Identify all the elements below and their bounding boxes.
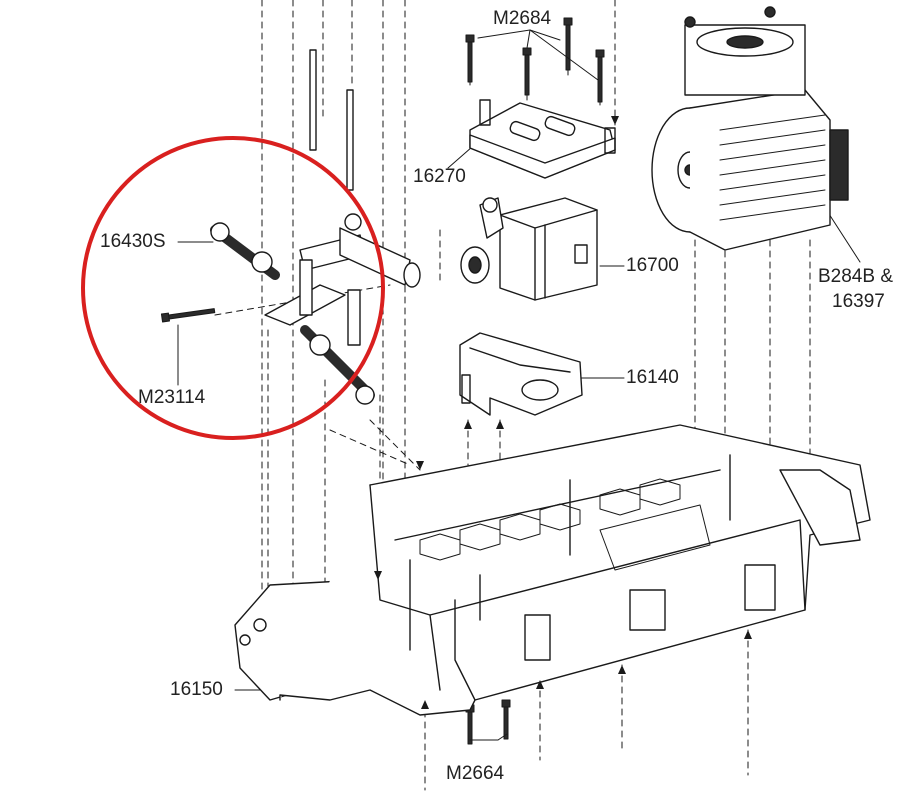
chassis-icon xyxy=(234,424,871,716)
servo-holder xyxy=(459,332,583,416)
steering-linkage xyxy=(210,213,421,405)
pins xyxy=(309,49,354,191)
label-16430s: 16430S xyxy=(100,231,166,252)
screw-icon xyxy=(160,17,605,745)
label-b284b-2: 16397 xyxy=(832,291,885,312)
label-b284b-1: B284B & xyxy=(818,266,893,287)
label-16140: 16140 xyxy=(626,367,679,388)
label-m2664: M2664 xyxy=(446,763,505,784)
label-16700: 16700 xyxy=(626,255,679,276)
label-16270: 16270 xyxy=(413,166,466,187)
arrows xyxy=(374,116,752,709)
label-m2684: M2684 xyxy=(493,8,552,29)
servo-mount-plate xyxy=(469,99,616,179)
motor-icon xyxy=(651,6,849,251)
label-m23114: M23114 xyxy=(138,387,206,408)
label-16150: 16150 xyxy=(170,679,223,700)
servo-icon xyxy=(460,197,598,301)
highlight-circle xyxy=(81,136,385,440)
